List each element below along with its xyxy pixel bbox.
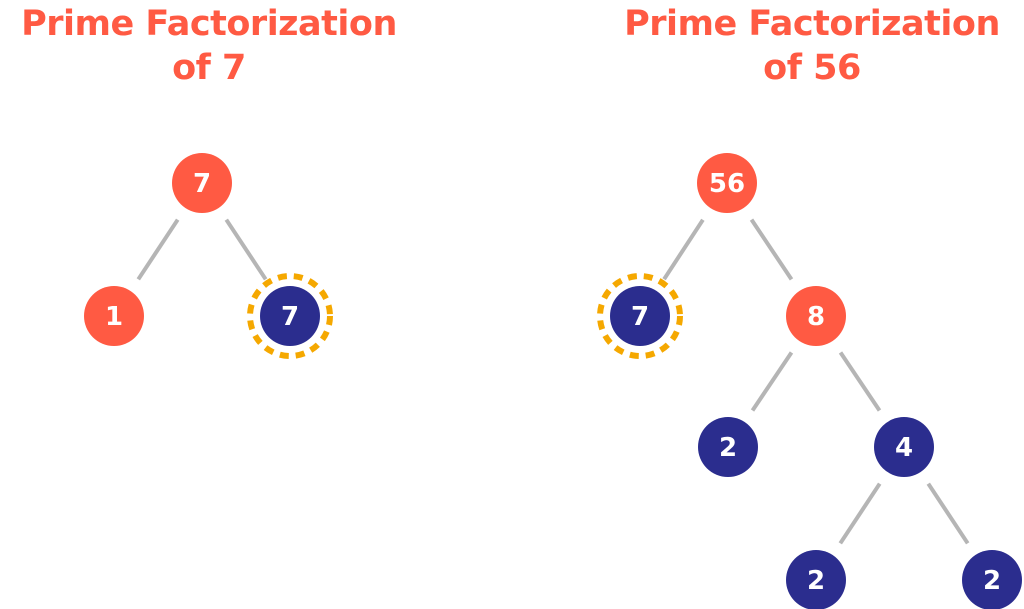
node-label: 8 [807, 302, 825, 332]
title-line-1: Prime Factorization [21, 4, 397, 44]
prime-factor-node: 7 [247, 273, 333, 359]
highlight-ring [247, 273, 333, 359]
tree-nodes: 7 1 7 56 7 8 2 4 2 2 [84, 153, 1022, 609]
prime-factor-node: 7 [597, 273, 683, 359]
node-circle [260, 286, 320, 346]
prime-factor-node: 2 [962, 550, 1022, 609]
tree-edge [749, 218, 794, 281]
node-label: 7 [631, 302, 649, 332]
prime-factor-node: 2 [698, 417, 758, 477]
node-label: 2 [983, 566, 1001, 596]
composite-node: 8 [786, 286, 846, 346]
composite-node: 7 [172, 153, 232, 213]
node-label: 56 [709, 169, 745, 199]
node-circle [786, 286, 846, 346]
prime-factor-node: 2 [786, 550, 846, 609]
node-circle [172, 153, 232, 213]
title-line-2: of 56 [763, 48, 861, 88]
node-label: 7 [193, 169, 211, 199]
diagram-title-7: Prime Factorization of 7 [0, 2, 418, 90]
node-circle [786, 550, 846, 609]
node-circle [610, 286, 670, 346]
node-circle [698, 417, 758, 477]
diagram-title-56: Prime Factorization of 56 [600, 2, 1024, 90]
tree-edge [136, 218, 180, 281]
prime-factor-node: 4 [874, 417, 934, 477]
tree-edge [838, 482, 882, 545]
title-line-2: of 7 [172, 48, 246, 88]
tree-edge [926, 482, 970, 545]
node-label: 4 [895, 433, 913, 463]
tree-edges [136, 218, 970, 545]
tree-edge [750, 351, 794, 412]
node-circle [697, 153, 757, 213]
node-label: 1 [105, 302, 123, 332]
tree-edge [662, 218, 705, 281]
highlight-ring [597, 273, 683, 359]
node-circle [84, 286, 144, 346]
tree-edge [224, 218, 268, 281]
node-label: 2 [719, 433, 737, 463]
node-label: 7 [281, 302, 299, 332]
node-label: 2 [807, 566, 825, 596]
composite-node: 1 [84, 286, 144, 346]
node-circle [874, 417, 934, 477]
node-circle [962, 550, 1022, 609]
tree-edge [838, 351, 882, 412]
composite-node: 56 [697, 153, 757, 213]
title-line-1: Prime Factorization [624, 4, 1000, 44]
